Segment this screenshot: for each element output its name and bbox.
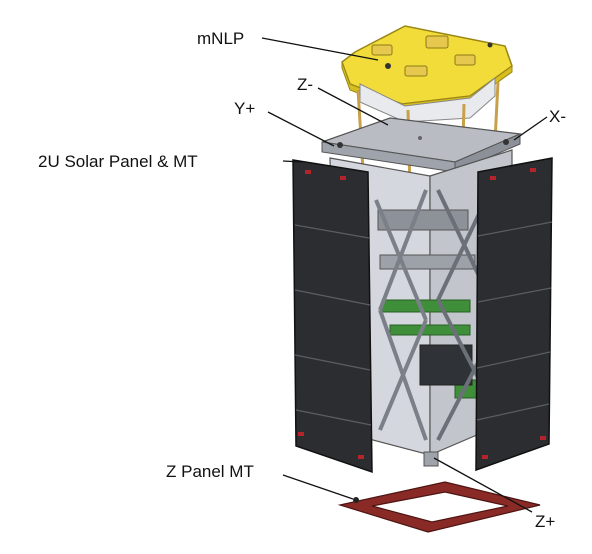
leader-z-plus [433, 457, 533, 513]
z-panel-frame [337, 481, 541, 533]
leader-mnlp [261, 37, 379, 61]
mnlp-probe-4 [404, 65, 428, 77]
label-z-minus: Z- [297, 75, 313, 94]
mnlp-housing [359, 76, 496, 123]
label-solar-panel: 2U Solar Panel & MT [38, 152, 198, 171]
frame-foot [423, 451, 439, 467]
label-y-plus: Y+ [234, 99, 255, 118]
mnlp-assembly [341, 25, 513, 123]
leader-y-plus [267, 111, 335, 147]
mnlp-probe-3 [454, 54, 476, 66]
mnlp-probe-2 [425, 35, 449, 49]
mnlp-screw [487, 42, 493, 48]
internal-pcb [389, 324, 471, 336]
leader-z-panel [282, 474, 354, 500]
leader-z-minus [317, 87, 389, 126]
mnlp-screw [385, 63, 391, 69]
label-x-minus: X- [549, 107, 566, 126]
mnlp-probe-1 [371, 44, 393, 56]
internal-pcb [379, 254, 476, 270]
leader-x-minus [513, 116, 548, 141]
internal-pcb [381, 299, 471, 313]
leader-lines [261, 37, 548, 513]
frame-truss [374, 189, 428, 441]
leader-solar-panel [282, 160, 303, 163]
label-z-plus: Z+ [535, 512, 555, 531]
label-z-panel: Z Panel MT [166, 462, 254, 481]
z-panel-outline [337, 481, 541, 533]
label-mnlp: mNLP [197, 29, 244, 48]
internal-pcb [377, 209, 469, 231]
solar-panel-left [292, 159, 373, 474]
solar-panel-right [475, 157, 553, 472]
